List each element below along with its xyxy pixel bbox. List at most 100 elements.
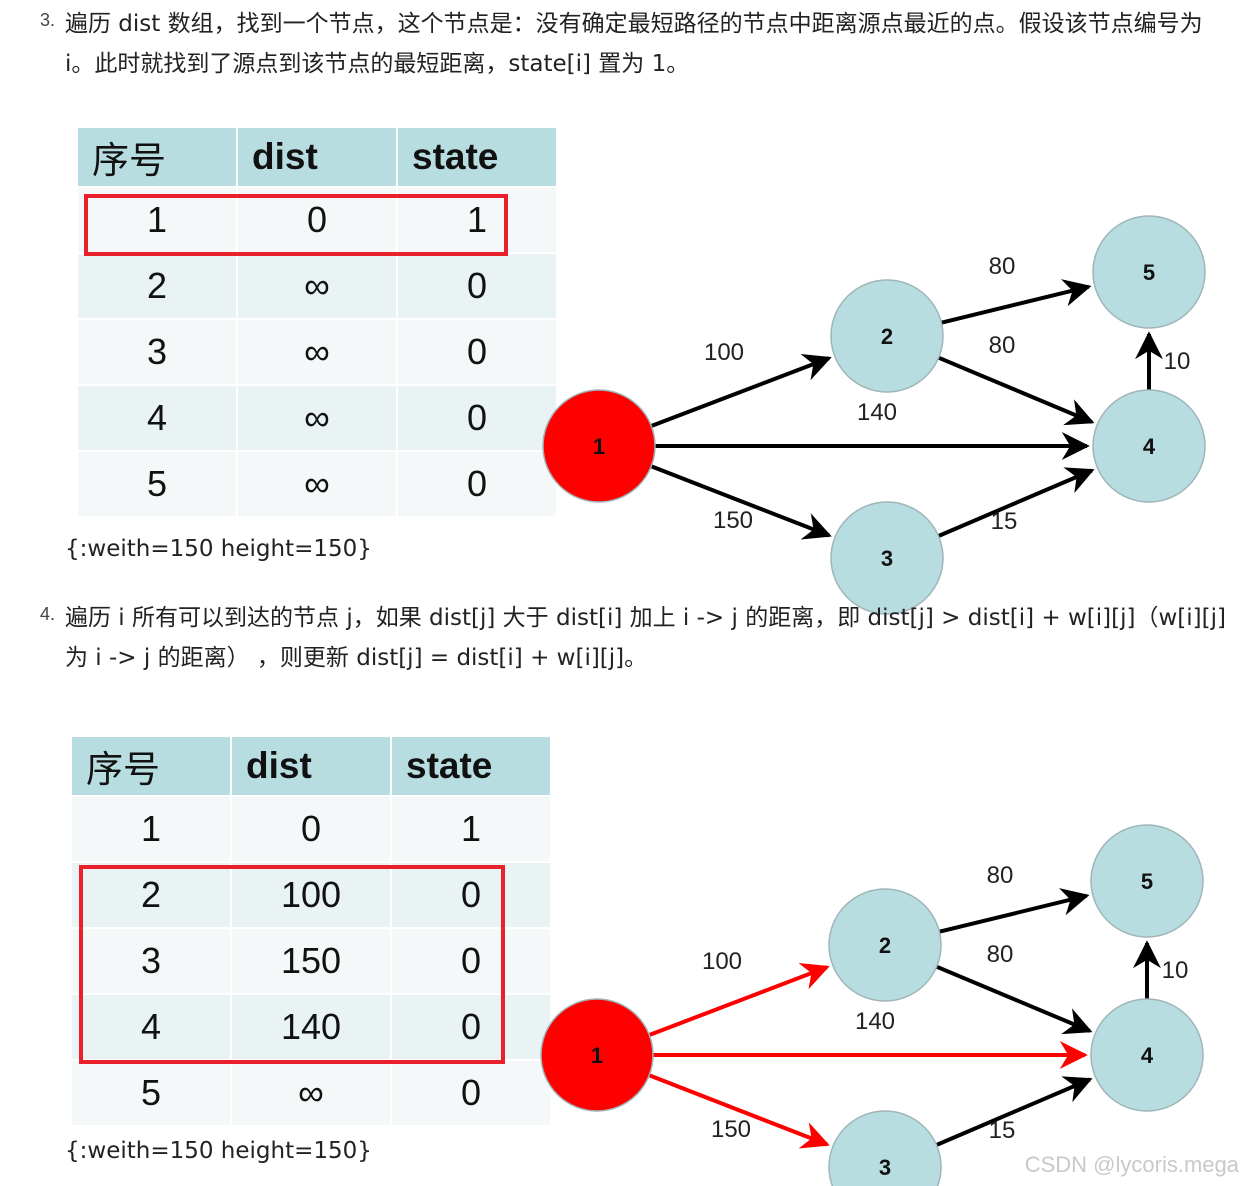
header-state: state xyxy=(392,737,550,795)
cell-index: 3 xyxy=(72,929,230,993)
table-row: 5 ∞ 0 xyxy=(78,452,556,516)
cell-index: 1 xyxy=(78,188,236,252)
edge-2-5 xyxy=(938,888,1090,934)
edge-weight-label: 100 xyxy=(702,948,742,975)
cell-state: 0 xyxy=(398,452,556,516)
edge-2-4 xyxy=(937,355,1095,426)
dist-table: 序号 dist state 1 0 1 2 ∞ 0 3 ∞ 0 4 xyxy=(76,126,558,518)
edge-1-3 xyxy=(650,464,832,540)
cell-index: 5 xyxy=(72,1061,230,1125)
graph-node-label: 4 xyxy=(1141,1043,1154,1068)
cell-dist: ∞ xyxy=(238,254,396,318)
header-index: 序号 xyxy=(72,737,230,795)
figure-1: 序号 dist state 1 0 1 2 ∞ 0 3 ∞ 0 4 xyxy=(0,126,1243,615)
highlight-box xyxy=(84,194,508,256)
graph-node-1 xyxy=(542,389,656,503)
header-index: 序号 xyxy=(78,128,236,186)
cell-dist: ∞ xyxy=(232,1061,390,1125)
table-row: 4 140 0 xyxy=(72,995,550,1059)
cell-dist: 150 xyxy=(232,929,390,993)
edge-weight-label: 100 xyxy=(704,339,744,366)
figure-caption: {:weith=150 height=150} xyxy=(65,536,372,562)
cell-index: 2 xyxy=(72,863,230,927)
cell-state: 0 xyxy=(392,1061,550,1125)
edge-weight-label: 150 xyxy=(713,507,753,534)
table-header-row: 序号 dist state xyxy=(72,737,550,795)
header-dist: dist xyxy=(238,128,396,186)
step-text: 遍历 dist 数组，找到一个节点，这个节点是：没有确定最短路径的节点中距离源点… xyxy=(65,11,1203,77)
cell-index: 2 xyxy=(78,254,236,318)
cell-index: 4 xyxy=(78,386,236,450)
graph-node-3 xyxy=(830,501,944,615)
table-row: 2 ∞ 0 xyxy=(78,254,556,318)
cell-index: 5 xyxy=(78,452,236,516)
header-dist: dist xyxy=(232,737,390,795)
cell-dist: ∞ xyxy=(238,386,396,450)
cell-dist: ∞ xyxy=(238,320,396,384)
cell-index: 4 xyxy=(72,995,230,1059)
figure-2: 序号 dist state 1 0 1 2 100 0 3 150 0 4 xyxy=(0,735,1243,1186)
edge-weight-label: 10 xyxy=(1164,348,1191,375)
cell-state: 0 xyxy=(398,320,556,384)
graph-node-label: 1 xyxy=(593,434,605,459)
edge-1-2 xyxy=(650,354,832,428)
cell-dist: 0 xyxy=(238,188,396,252)
cell-dist: 0 xyxy=(232,797,390,861)
cell-state: 0 xyxy=(392,863,550,927)
cell-state: 0 xyxy=(392,995,550,1059)
edge-weight-label: 80 xyxy=(987,862,1014,889)
graph-node-5 xyxy=(1092,215,1206,329)
graph-node-4 xyxy=(1092,389,1206,503)
watermark: CSDN @lycoris.mega xyxy=(1024,1152,1239,1177)
table-row: 1 0 1 xyxy=(78,188,556,252)
table-row: 2 100 0 xyxy=(72,863,550,927)
step-number: 4. xyxy=(40,604,56,624)
cell-state: 1 xyxy=(392,797,550,861)
highlight-box xyxy=(79,865,505,1064)
figure-caption: {:weith=150 height=150} xyxy=(65,1138,372,1164)
edge-2-5 xyxy=(940,279,1092,325)
edge-weight-label: 10 xyxy=(1162,957,1189,984)
table-row: 4 ∞ 0 xyxy=(78,386,556,450)
edge-3-4 xyxy=(937,467,1095,538)
graph-node-label: 5 xyxy=(1143,260,1155,285)
cell-state: 1 xyxy=(398,188,556,252)
graph-node-2 xyxy=(828,888,942,1002)
edge-weight-label: 140 xyxy=(855,1008,895,1035)
header-state: state xyxy=(398,128,556,186)
edge-weight-label: 80 xyxy=(987,941,1014,968)
step-text: 遍历 i 所有可以到达的节点 j，如果 dist[j] 大于 dist[i] 加… xyxy=(65,605,1226,671)
graph-node-1 xyxy=(540,998,654,1112)
edge-weight-label: 140 xyxy=(857,399,897,426)
edge-weight-label: 15 xyxy=(989,1117,1016,1144)
cell-state: 0 xyxy=(392,929,550,993)
graph-node-label: 2 xyxy=(881,324,893,349)
edge-weight-label: 150 xyxy=(711,1116,751,1143)
table-row: 5 ∞ 0 xyxy=(72,1061,550,1125)
graph-node-label: 4 xyxy=(1143,434,1156,459)
edge-3-4 xyxy=(935,1076,1093,1147)
edge-1-2 xyxy=(648,963,830,1037)
table-row: 3 150 0 xyxy=(72,929,550,993)
edge-1-3 xyxy=(648,1073,830,1149)
table-row: 3 ∞ 0 xyxy=(78,320,556,384)
graph-node-label: 5 xyxy=(1141,869,1153,894)
cell-index: 1 xyxy=(72,797,230,861)
cell-dist: 140 xyxy=(232,995,390,1059)
graph-node-label: 3 xyxy=(881,546,893,571)
cell-dist: 100 xyxy=(232,863,390,927)
cell-dist: ∞ xyxy=(238,452,396,516)
cell-state: 0 xyxy=(398,254,556,318)
table-header-row: 序号 dist state xyxy=(78,128,556,186)
graph-node-label: 3 xyxy=(879,1155,891,1180)
edge-weight-label: 80 xyxy=(989,253,1016,280)
graph-node-label: 2 xyxy=(879,933,891,958)
cell-index: 3 xyxy=(78,320,236,384)
dist-table: 序号 dist state 1 0 1 2 100 0 3 150 0 4 xyxy=(70,735,552,1127)
edge-2-4 xyxy=(935,964,1093,1035)
graph-node-3 xyxy=(828,1110,942,1186)
edge-weight-label: 80 xyxy=(989,332,1016,359)
graph-node-5 xyxy=(1090,824,1204,938)
